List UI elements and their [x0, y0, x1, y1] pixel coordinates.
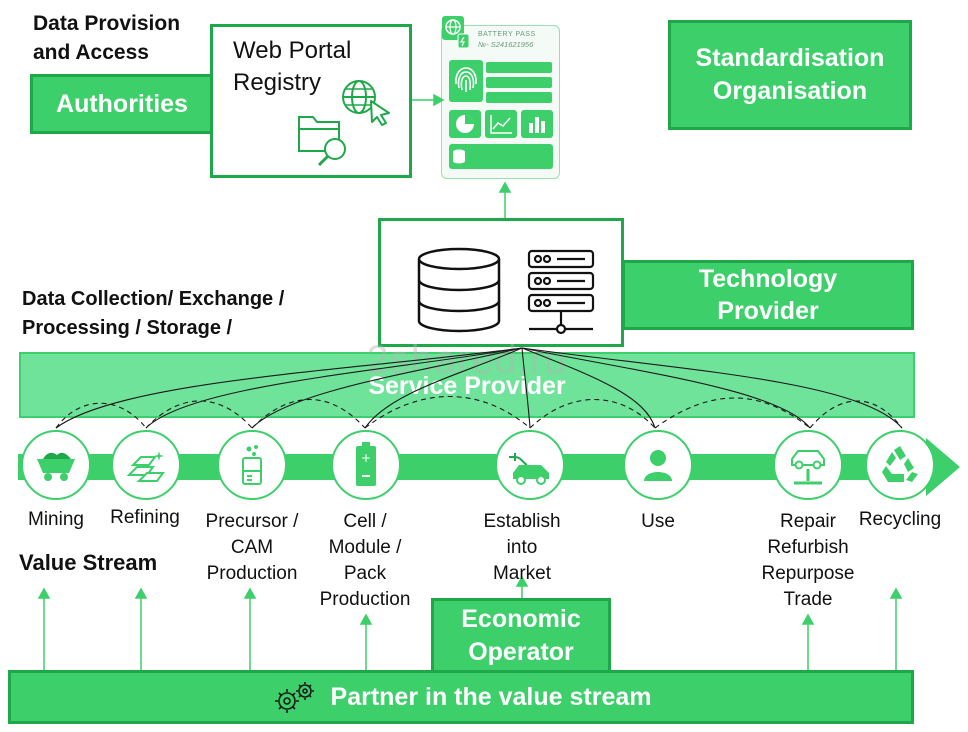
mining-cart-icon [37, 452, 75, 481]
stage-label-use: Use [641, 511, 675, 532]
beaker-icon [242, 445, 262, 485]
bar-chart-icon [529, 117, 545, 133]
data-row [486, 62, 552, 73]
economic-operator-box: Economic Operator [431, 598, 611, 674]
database-small-icon [453, 149, 465, 164]
value-stream-heading: Value Stream [19, 550, 158, 575]
server-rack-icon [527, 249, 595, 335]
stage-label-mining: Mining [28, 509, 84, 530]
standardisation-organisation-box: Standardisation Organisation [668, 20, 912, 130]
stage-label-repair: Repair Refurbish Repurpose Trade [761, 511, 855, 610]
data-collection-heading: Data Collection/ Exchange / Processing /… [22, 288, 285, 339]
recycle-icon [882, 446, 918, 482]
authorities-box: Authorities [30, 74, 214, 134]
person-icon [644, 450, 672, 481]
database-icon [417, 247, 501, 333]
globe-badge-icon [442, 16, 470, 49]
data-row [486, 77, 552, 88]
stage-cell-circle: + [331, 430, 401, 500]
web-portal-title: Web Portal Registry [233, 37, 352, 96]
service-provider-label: Service Provider [368, 372, 566, 400]
data-row [486, 92, 552, 103]
stage-label-precursor: Precursor / CAM Production [205, 511, 299, 584]
svg-text:+: + [361, 451, 371, 465]
stage-use-circle [623, 430, 693, 500]
stage-label-recycling: Recycling [858, 509, 942, 530]
battery-pass-title: BATTERY PASS [478, 31, 536, 38]
web-portal-registry-box: Web Portal Registry [210, 24, 412, 178]
database-row [449, 144, 553, 169]
pie-chart-tile [449, 110, 481, 138]
battery-pass-number: №- S241621956 [478, 40, 534, 49]
line-chart-icon [490, 115, 512, 134]
stage-repair-circle [773, 430, 843, 500]
data-provision-heading: Data Provision and Access [33, 12, 181, 64]
gears-icon [274, 682, 314, 713]
stage-establish-circle [495, 430, 565, 500]
pie-chart-icon [456, 115, 474, 133]
stage-label-cell: Cell / Module / Pack Production [319, 511, 411, 610]
partner-label: Partner in the value stream [330, 682, 652, 711]
car-lift-icon [791, 450, 825, 485]
stage-refining-circle [111, 430, 181, 500]
stage-label-establish: Establish into Market [483, 511, 561, 584]
electric-car-icon [509, 453, 549, 485]
fingerprint-tile [449, 60, 483, 102]
battery-icon: + [356, 442, 376, 486]
bar-chart-tile [521, 110, 553, 138]
line-chart-tile [485, 110, 517, 138]
battery-pass-card: BATTERY PASS №- S241621956 [441, 16, 560, 179]
technology-provider-box: Technology Provider [622, 260, 914, 330]
folder-search-icon [298, 116, 346, 167]
stage-precursor-circle [217, 430, 287, 500]
stage-label-refining: Refining [110, 507, 180, 528]
ingots-icon [126, 451, 165, 482]
technology-storage-box [378, 218, 624, 347]
globe-cursor-icon [342, 80, 390, 126]
stage-recycling-circle [865, 430, 935, 500]
stage-mining-circle [21, 430, 91, 500]
fingerprint-icon [455, 67, 477, 92]
partner-band: Partner in the value stream [8, 670, 914, 724]
